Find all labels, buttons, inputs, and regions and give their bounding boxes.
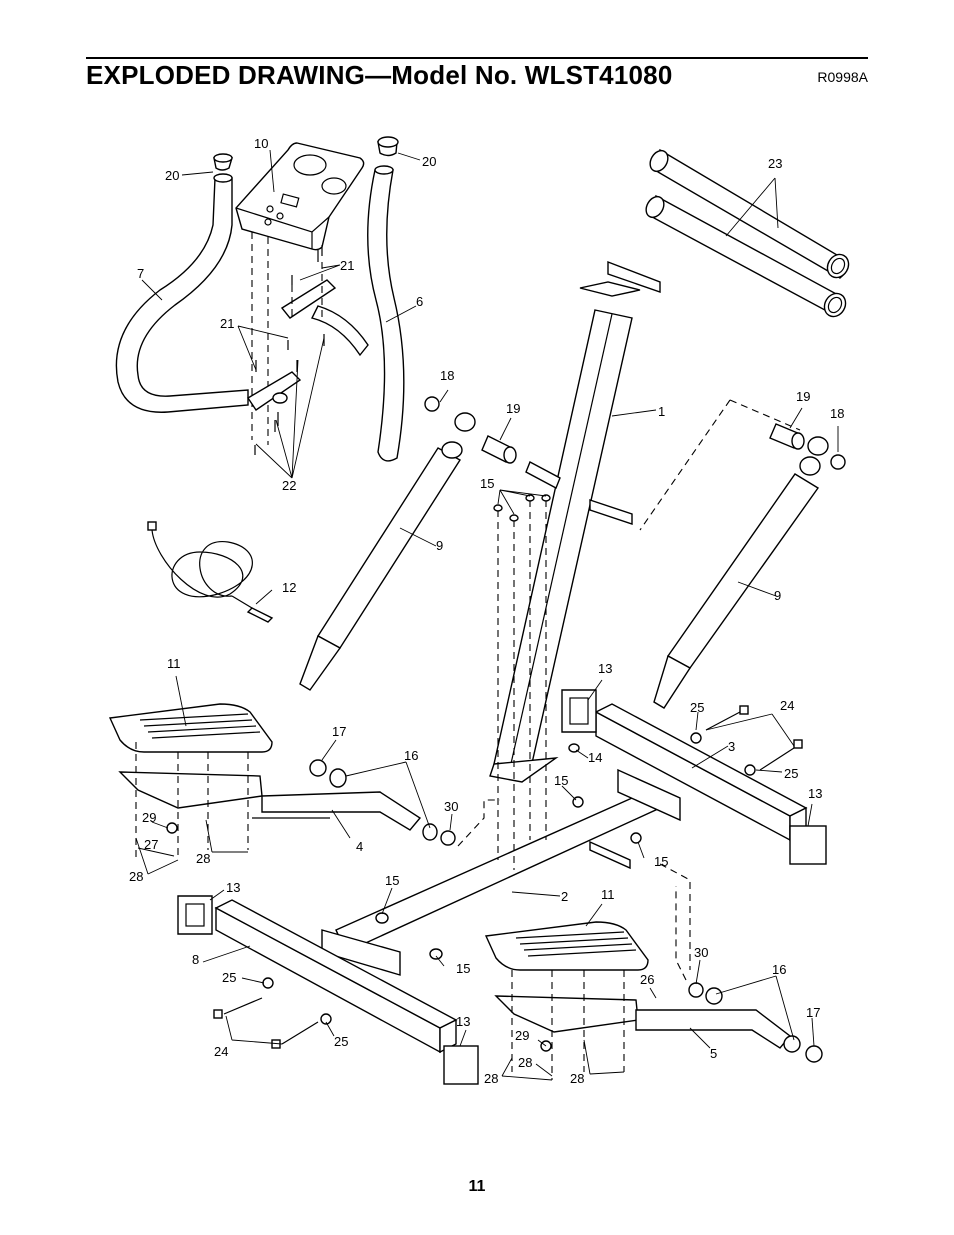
part-1-upright xyxy=(489,260,661,783)
callout-6: 4 xyxy=(356,839,363,854)
part-9-left-shock xyxy=(299,412,476,691)
part-4-right-handlebar xyxy=(310,165,405,462)
part-11-left-pedal xyxy=(108,703,422,860)
part-16-17-30-hardware xyxy=(309,759,823,1063)
part-20-end-caps xyxy=(213,136,399,171)
callout-29-left: 29 xyxy=(142,810,156,825)
callout-11-left: 11 xyxy=(167,656,181,671)
callout-2: 2 xyxy=(561,889,568,904)
callout-4: 6 xyxy=(416,294,423,309)
callout-28-left-b: 28 xyxy=(196,851,210,866)
callout-25-b: 25 xyxy=(784,766,798,781)
callout-7: 5 xyxy=(710,1046,717,1061)
callout-15-right: 15 xyxy=(654,854,668,869)
callout-5: 7 xyxy=(137,266,144,281)
callout-30-left: 30 xyxy=(444,799,458,814)
callout-15-frame-b: 15 xyxy=(456,961,470,976)
callout-leaders xyxy=(135,149,839,1081)
callout-16-left: 16 xyxy=(404,748,418,763)
callout-13-right: 13 xyxy=(808,786,822,801)
callout-17-left: 17 xyxy=(332,724,346,739)
callout-1: 1 xyxy=(658,404,665,419)
callout-27-right: 28 xyxy=(518,1055,532,1070)
callout-13-rear-left: 13 xyxy=(226,880,240,895)
part-23-tubes xyxy=(645,148,850,318)
part-24-25-bolts-washers xyxy=(213,705,803,1049)
part-8-rear-stabilizer xyxy=(177,895,479,1085)
callout-22: 22 xyxy=(282,478,296,493)
callout-26: 26 xyxy=(640,972,654,987)
part-10-console xyxy=(235,142,365,445)
callout-13-rear-right: 13 xyxy=(456,1014,470,1029)
part-21-22-brackets-and-screws xyxy=(247,245,337,455)
callout-9-left: 9 xyxy=(436,538,443,553)
small-hardware-and-guides xyxy=(166,494,691,1052)
part-18-19-bushings xyxy=(424,396,846,531)
callout-20-left: 20 xyxy=(165,168,179,183)
callout-11-right: 11 xyxy=(601,887,615,902)
callout-15-top: 15 xyxy=(480,476,494,491)
callout-17-right: 17 xyxy=(806,1005,820,1020)
callout-25-c: 25 xyxy=(222,970,236,985)
callout-27-left: 27 xyxy=(144,837,158,852)
part-12-wire xyxy=(147,521,274,623)
header-rule xyxy=(86,57,868,59)
part-2-main-frame xyxy=(321,768,681,976)
callout-numbers: 10 20 20 7 6 21 21 22 23 1 18 19 19 18 1… xyxy=(129,136,844,1086)
callout-12: 12 xyxy=(282,580,296,595)
callout-20-right: 20 xyxy=(422,154,436,169)
callout-28-right-a: 28 xyxy=(484,1071,498,1086)
callout-9-right: 9 xyxy=(774,588,781,603)
page-title: EXPLODED DRAWING—Model No. WLST41080 xyxy=(86,60,673,90)
callout-25-a: 25 xyxy=(690,700,704,715)
callout-16-right: 16 xyxy=(772,962,786,977)
callout-24-left: 24 xyxy=(214,1044,228,1059)
callout-15-mid: 15 xyxy=(554,773,568,788)
drawing-reference: R0998A xyxy=(817,69,868,85)
callout-21-upper: 21 xyxy=(340,258,354,273)
callout-8: 8 xyxy=(192,952,199,967)
callout-10: 10 xyxy=(254,136,268,151)
callout-18-right: 18 xyxy=(830,406,844,421)
part-3-front-stabilizer xyxy=(561,689,827,865)
callout-14: 14 xyxy=(588,750,602,765)
callout-19-left: 19 xyxy=(506,401,520,416)
callout-30-right: 30 xyxy=(694,945,708,960)
callout-25-d: 25 xyxy=(334,1034,348,1049)
part-9-right-shock xyxy=(653,436,829,709)
callout-24-right: 24 xyxy=(780,698,794,713)
callout-18-left: 18 xyxy=(440,368,454,383)
callout-13-front: 13 xyxy=(598,661,612,676)
callout-21-lower: 21 xyxy=(220,316,234,331)
callout-23: 23 xyxy=(768,156,782,171)
callout-28-right-b: 28 xyxy=(570,1071,584,1086)
part-5-left-handlebar xyxy=(115,173,249,413)
part-11-right-pedal xyxy=(484,921,792,1080)
page-number: 11 xyxy=(468,1178,486,1195)
callout-19-right: 19 xyxy=(796,389,810,404)
callout-15-frame-a: 15 xyxy=(385,873,399,888)
callout-3: 3 xyxy=(728,739,735,754)
callout-29-right: 29 xyxy=(515,1028,529,1043)
callout-28-left-a: 28 xyxy=(129,869,143,884)
